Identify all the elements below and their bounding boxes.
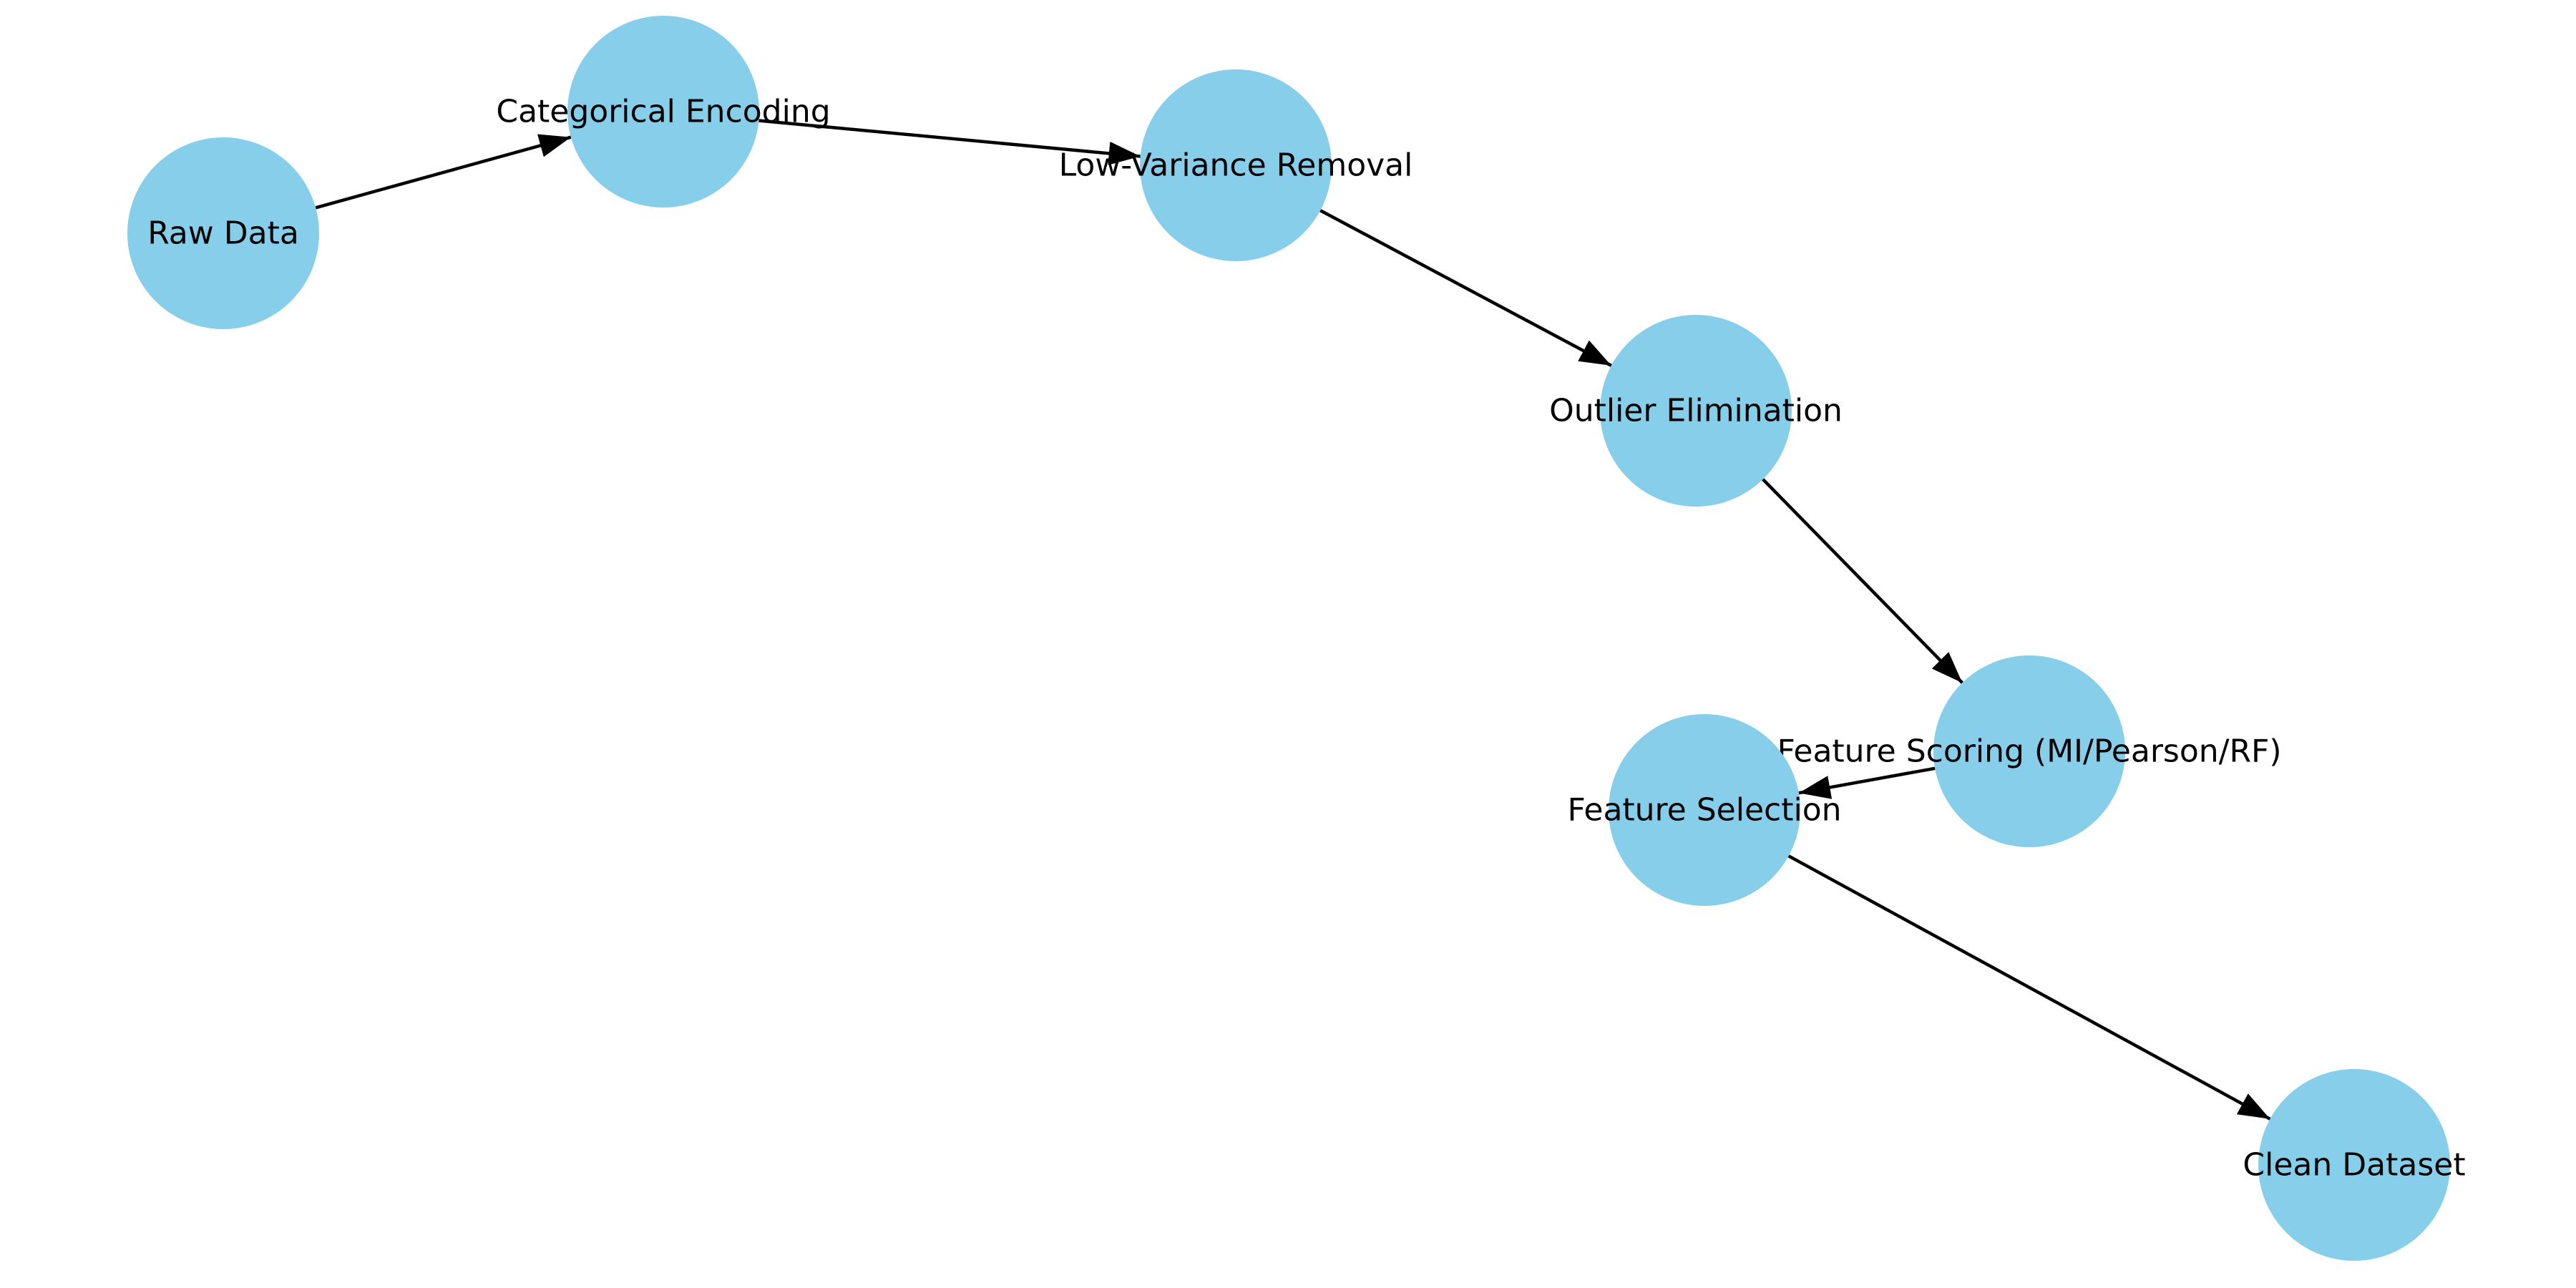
edge-layer [315,119,2271,1121]
edge-feature-scoring-to-feature-selection [1798,766,1936,799]
edge-categorical-encoding-to-low-variance-removal [758,119,1141,165]
edge-raw-data-to-categorical-encoding [315,134,572,210]
node-circle-feature-scoring [1933,655,2125,847]
node-outlier-elimination: Outlier Elimination [1549,315,1843,507]
node-low-variance-removal: Low-Variance Removal [1059,69,1413,261]
node-feature-scoring: Feature Scoring (MI/Pearson/RF) [1777,655,2282,847]
node-raw-data: Raw Data [127,137,319,329]
node-circle-raw-data [127,137,319,329]
node-circle-feature-selection [1609,714,1800,906]
node-clean-dataset: Clean Dataset [2243,1069,2466,1261]
edge-feature-selection-to-clean-dataset [1787,854,2271,1121]
node-label-feature-selection: Feature Selection [1567,792,1841,829]
node-circle-categorical-encoding [567,16,759,208]
node-layer: Raw Data Categorical EncodingLow-Variance… [127,16,2466,1261]
node-label-clean-dataset: Clean Dataset [2243,1147,2465,1184]
node-label-low-variance-removal: Low-Variance Removal [1059,147,1413,184]
node-label-raw-data: Raw Data [147,215,299,252]
node-circle-low-variance-removal [1140,69,1332,261]
node-circle-outlier-elimination [1600,315,1792,507]
node-label-feature-scoring: Feature Scoring (MI/Pearson/RF) [1777,733,2281,770]
node-label-categorical-encoding: Categorical Encoding [496,94,830,130]
node-label-outlier-elimination: Outlier Elimination [1549,393,1843,429]
node-categorical-encoding: Categorical Encoding [496,16,831,208]
node-feature-selection: Feature Selection [1567,714,1842,906]
node-circle-clean-dataset [2258,1069,2450,1261]
edge-outlier-elimination-to-feature-scoring [1762,478,1963,684]
edge-low-variance-removal-to-outlier-elimination [1319,209,1612,367]
